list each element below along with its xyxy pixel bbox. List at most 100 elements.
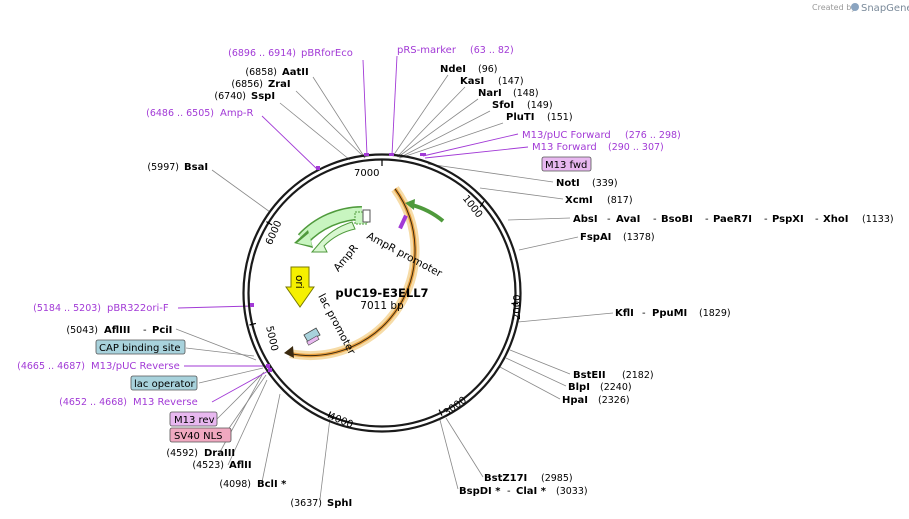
svg-text:(6486 .. 6505): (6486 .. 6505) [146, 108, 214, 119]
site-bsai[interactable]: (5997) BsaI [147, 162, 208, 173]
site-sfoi[interactable]: SfoI (149) [492, 100, 553, 111]
svg-text:(6856): (6856) [231, 79, 263, 90]
svg-text:-: - [507, 486, 511, 497]
site-kfli-ppumi[interactable]: KflI - PpuMI (1829) [615, 308, 731, 319]
svg-text:lac operator: lac operator [134, 379, 195, 390]
tick-label-3000: 3000 [442, 395, 469, 419]
insert-core [290, 188, 416, 356]
svg-text:SfoI: SfoI [492, 100, 514, 111]
lac-operator-box[interactable]: lac operator [130, 375, 198, 391]
svg-text:(3637): (3637) [290, 498, 322, 509]
svg-text:(5997): (5997) [147, 162, 179, 173]
primer-m13-puc-reverse[interactable]: (4665 .. 4687) M13/pUC Reverse [17, 361, 180, 372]
primer-m13-puc-forward[interactable]: M13/pUC Forward (276 .. 298) [522, 130, 681, 141]
svg-text:M13 Reverse: M13 Reverse [133, 397, 198, 408]
svg-text:-: - [607, 214, 611, 225]
site-xcmi[interactable]: XcmI (817) [565, 195, 633, 206]
svg-text:NdeI: NdeI [440, 64, 466, 75]
svg-text:(1829): (1829) [699, 308, 731, 319]
tick-label-5000: 5000 [263, 325, 279, 352]
svg-text:CAP binding site: CAP binding site [99, 343, 181, 354]
sv40-nls-box[interactable]: SV40 NLS [169, 427, 232, 443]
svg-text:KasI: KasI [460, 76, 484, 87]
primer-amp-r[interactable]: (6486 .. 6505) Amp-R [146, 108, 253, 119]
site-ndei[interactable]: NdeI (96) [440, 64, 498, 75]
primer-prs-marker[interactable]: pRS-marker (63 .. 82) [397, 45, 514, 56]
svg-text:(6858): (6858) [245, 67, 277, 78]
site-afliii-pcii[interactable]: (5043) AflIII - PciI [66, 325, 172, 336]
site-pluti[interactable]: PluTI (151) [506, 112, 573, 123]
svg-text:M13 Forward: M13 Forward [532, 142, 597, 153]
site-bsteii[interactable]: BstEII (2182) [573, 370, 654, 381]
svg-text:NotI: NotI [556, 178, 580, 189]
site-zrai[interactable]: (6856) ZraI [231, 79, 290, 90]
site-nari[interactable]: NarI (148) [478, 88, 539, 99]
snapgene-logo-icon [851, 3, 859, 11]
plasmid-size: 7011 bp [360, 300, 404, 312]
svg-text:pBRforEco: pBRforEco [301, 48, 353, 59]
site-hpai[interactable]: HpaI (2326) [562, 395, 630, 406]
primer-pbr322ori-f[interactable]: (5184 .. 5203) pBR322ori-F [33, 303, 169, 314]
site-bstz17i[interactable]: BstZ17I (2985) [484, 473, 573, 484]
svg-text:BspDI *: BspDI * [459, 486, 501, 497]
primer-leader-lines [177, 55, 529, 403]
site-absi-group[interactable]: AbsI - AvaI - BsoBI - PaeR7I - PspXI - X… [573, 214, 894, 225]
credit-prefix: Created by [812, 3, 856, 12]
site-kasi[interactable]: KasI (147) [460, 76, 524, 87]
svg-text:(290 .. 307): (290 .. 307) [608, 142, 664, 153]
svg-text:(276 .. 298): (276 .. 298) [625, 130, 681, 141]
svg-text:HpaI: HpaI [562, 395, 588, 406]
m13-rev-box[interactable]: M13 rev [169, 411, 218, 427]
svg-text:M13/pUC Forward: M13/pUC Forward [522, 130, 611, 141]
primer-pbrforeco[interactable]: (6896 .. 6914) pBRforEco [228, 48, 353, 59]
svg-text:BlpI: BlpI [568, 382, 590, 393]
primer-marks [250, 153, 426, 372]
svg-text:DraIII: DraIII [204, 448, 235, 459]
site-bcli[interactable]: (4098) BclI * [219, 479, 287, 490]
svg-text:BstZ17I: BstZ17I [484, 473, 527, 484]
svg-text:AbsI: AbsI [573, 214, 598, 225]
site-bspdi-clai[interactable]: BspDI * - ClaI * (3033) [459, 486, 588, 497]
svg-text:M13 fwd: M13 fwd [545, 160, 587, 171]
svg-text:PaeR7I: PaeR7I [713, 214, 752, 225]
svg-text:-: - [642, 308, 646, 319]
site-draiii[interactable]: (4592) DraIII [166, 448, 235, 459]
svg-text:(2182): (2182) [622, 370, 654, 381]
svg-text:ClaI *: ClaI * [516, 486, 547, 497]
svg-text:(148): (148) [513, 88, 539, 99]
cap-binding-site-box[interactable]: CAP binding site [95, 339, 186, 355]
svg-text:BclI *: BclI * [257, 479, 287, 490]
site-sphi[interactable]: (3637) SphI [290, 498, 352, 509]
m13-fwd-box[interactable]: M13 fwd [541, 156, 592, 172]
svg-text:XhoI: XhoI [823, 214, 848, 225]
svg-text:Amp-R: Amp-R [220, 108, 254, 119]
svg-text:(2985): (2985) [541, 473, 573, 484]
site-aatii[interactable]: (6858) AatII [245, 67, 308, 78]
ampr-promoter-feature [362, 209, 371, 223]
svg-text:-: - [764, 214, 768, 225]
svg-text:KflI: KflI [615, 308, 634, 319]
site-aflii[interactable]: (4523) AflII [192, 460, 251, 471]
svg-text:(817): (817) [607, 195, 633, 206]
svg-text:pBR322ori-F: pBR322ori-F [107, 303, 169, 314]
svg-text:AatII: AatII [282, 67, 309, 78]
svg-text:(1133): (1133) [862, 214, 894, 225]
svg-text:(6740): (6740) [214, 91, 246, 102]
svg-text:AflII: AflII [229, 460, 252, 471]
site-noti[interactable]: NotI (339) [556, 178, 618, 189]
svg-text:-: - [815, 214, 819, 225]
svg-text:(2326): (2326) [598, 395, 630, 406]
primer-m13-forward[interactable]: M13 Forward (290 .. 307) [532, 142, 664, 153]
site-sspi[interactable]: (6740) SspI [214, 91, 275, 102]
primer-m13-reverse[interactable]: (4652 .. 4668) M13 Reverse [59, 397, 198, 408]
svg-text:(4665 .. 4687): (4665 .. 4687) [17, 361, 85, 372]
svg-text:BstEII: BstEII [573, 370, 606, 381]
svg-text:(4592): (4592) [166, 448, 198, 459]
site-blpi[interactable]: BlpI (2240) [568, 382, 632, 393]
svg-text:(6896 .. 6914): (6896 .. 6914) [228, 48, 296, 59]
svg-text:M13/pUC Reverse: M13/pUC Reverse [91, 361, 180, 372]
svg-text:PpuMI: PpuMI [652, 308, 687, 319]
site-fspai[interactable]: FspAI (1378) [580, 232, 655, 243]
svg-text:(96): (96) [478, 64, 498, 75]
